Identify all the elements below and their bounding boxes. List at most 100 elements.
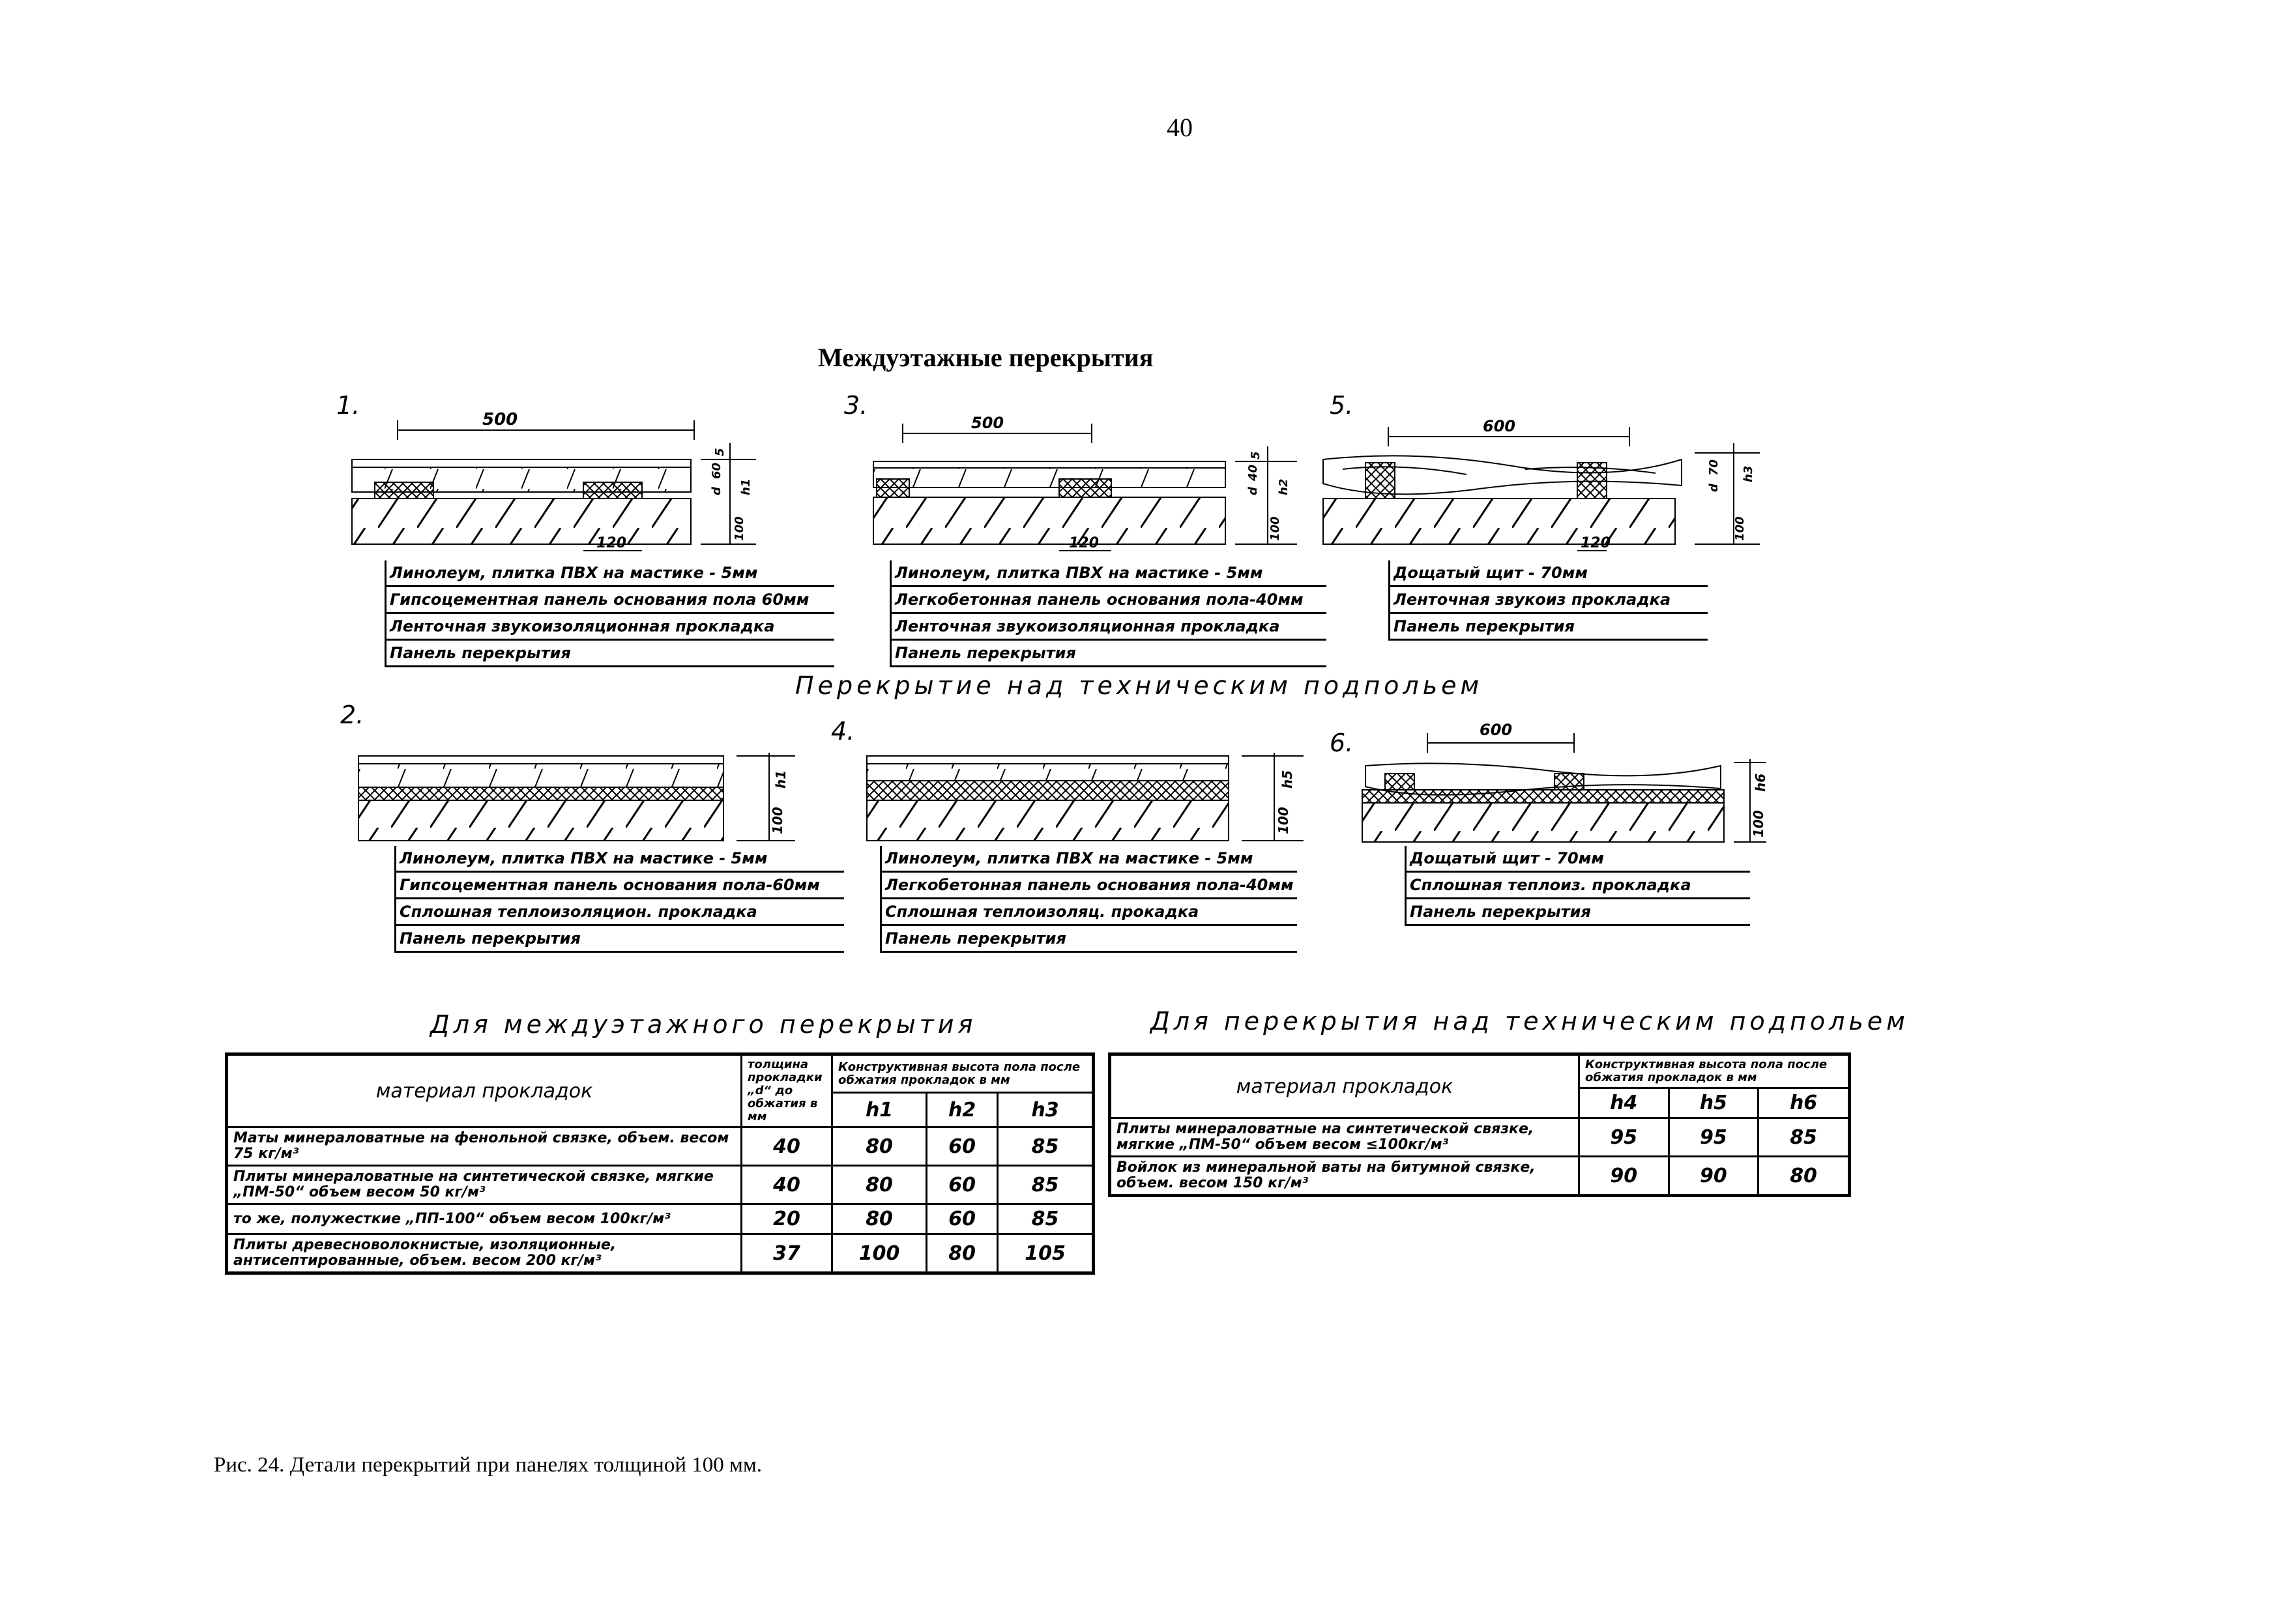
table-left-v-2-1: 60 [926, 1203, 999, 1235]
diagram-1-number: 1. [336, 391, 360, 420]
diagram-2-number: 2. [340, 701, 364, 729]
table-row: Плиты минераловатные на синтетической св… [226, 1165, 1094, 1205]
table-right-cols-row: h4 h5 h6 [1110, 1087, 1850, 1119]
table-left-header-material: материал прокладок [226, 1053, 742, 1128]
diagram-3-dim-r1: d [1246, 486, 1260, 495]
diagram-1-legend-3: Панель перекрытия [385, 641, 834, 667]
diagram-6-number: 6. [1330, 729, 1354, 757]
diagram-1-dim-r3: h1 [739, 479, 753, 495]
diagram-1-section: 500 120 5 d 60 h1 100 [351, 410, 756, 551]
table-row: Маты минераловатные на фенольной связке,… [226, 1126, 1094, 1167]
diagram-1-legend: Линолеум, плитка ПВХ на мастике - 5мм Ги… [385, 560, 834, 667]
diagram-2-dim-r0: h1 [773, 770, 789, 789]
table-right-v-0-2: 85 [1757, 1117, 1850, 1157]
table-right-material-0: Плиты минераловатные на синтетической св… [1109, 1117, 1580, 1157]
table-left-header-height: Конструктивная высота пола после обжатия… [831, 1052, 1094, 1094]
table-left-v-3-2: 105 [997, 1233, 1094, 1274]
table-left-v-1-1: 60 [926, 1165, 999, 1205]
diagram-1-dim-r4: 100 [733, 516, 746, 541]
diagram-5-dim-top: 600 [1483, 417, 1515, 435]
table-left-v-1-2: 85 [997, 1165, 1094, 1205]
diagram-3-dim-r4: 100 [1268, 516, 1282, 541]
diagram-6-legend-2: Панель перекрытия [1405, 899, 1750, 926]
diagram-6-section: 600 h6 100 [1362, 721, 1768, 843]
diagram-3-legend-0: Линолеум, плитка ПВХ на мастике - 5мм [890, 560, 1326, 587]
table-row: Плиты минераловатные на синтетической св… [1109, 1117, 1850, 1157]
table-right-material-1: Войлок из минеральной ваты на битумной с… [1109, 1155, 1580, 1196]
table-right: материал прокладок Конструктивная высота… [1108, 1052, 1851, 1197]
diagram-1-dim-r0: 5 [713, 448, 727, 456]
diagram-2-section: h1 100 [358, 753, 795, 841]
table-left-v-2-0: 80 [830, 1203, 928, 1235]
diagram-5-section: 600 120 d 70 h3 100 [1322, 417, 1760, 551]
table-right-col-h4: h4 [1578, 1087, 1670, 1119]
table-left-material-3: Плиты древесноволокнистые, изоляционные,… [226, 1233, 742, 1274]
table-left-v-1-0: 80 [830, 1165, 928, 1205]
diagram-4-legend-1: Легкобетонная панель основания пола-40мм [880, 873, 1297, 899]
diagram-4-legend-2: Сплошная теплоизоляц. прокадка [880, 899, 1297, 926]
table-right-col-h6: h6 [1757, 1087, 1850, 1119]
table-right-v-0-0: 95 [1578, 1117, 1670, 1157]
table-left-v-3-0: 100 [830, 1233, 928, 1274]
diagram-3-number: 3. [844, 391, 868, 420]
diagram-3-dim-r3: h2 [1277, 479, 1291, 495]
diagram-5-legend: Дощатый щит - 70мм Ленточная звукоиз про… [1388, 560, 1708, 641]
diagram-3-legend-3: Панель перекрытия [890, 641, 1326, 667]
diagram-1-legend-2: Ленточная звукоизоляционная прокладка [385, 614, 834, 641]
diagram-3-dim-bottom: 120 [1069, 535, 1099, 551]
table-left-d-2: 20 [740, 1203, 833, 1235]
diagram-4-dim-r1: 100 [1276, 807, 1291, 834]
table-left-v-0-2: 85 [997, 1126, 1094, 1167]
table-row: то же, полужесткие „ПП-100“ объем весом … [226, 1203, 1094, 1235]
table-row: Войлок из минеральной ваты на битумной с… [1109, 1155, 1850, 1196]
diagram-6-dim-r1: 100 [1751, 810, 1766, 837]
diagram-4-legend: Линолеум, плитка ПВХ на мастике - 5мм Ле… [880, 846, 1297, 953]
table-left-d-3: 37 [740, 1233, 833, 1274]
table-right-v-1-2: 80 [1757, 1155, 1850, 1196]
table-left-cols-row: h1 h2 h3 [227, 1092, 1094, 1128]
diagram-5-dim-r0: d [1707, 483, 1721, 492]
diagram-4-dim-r0: h5 [1279, 770, 1295, 789]
table-left-material-2: то же, полужесткие „ПП-100“ объем весом … [226, 1203, 742, 1235]
table-left-header-thickness: толщина прокладки „d“ до обжатия в мм [740, 1053, 833, 1128]
table-left: материал прокладок толщина прокладки „d“… [225, 1052, 1095, 1275]
diagram-5-number: 5. [1330, 391, 1354, 420]
diagram-3-legend: Линолеум, плитка ПВХ на мастике - 5мм Ле… [890, 560, 1326, 667]
diagram-4-legend-3: Панель перекрытия [880, 926, 1297, 953]
diagram-5-legend-2: Панель перекрытия [1388, 614, 1708, 641]
diagram-2-legend-2: Сплошная теплоизоляцион. прокладка [394, 899, 844, 926]
table-left-title: Для междуэтажного перекрытия [430, 1010, 977, 1039]
subtitle-technical: Перекрытие над техническим подпольем [795, 671, 1483, 700]
diagram-3-legend-2: Ленточная звукоизоляционная прокладка [890, 614, 1326, 641]
diagram-3-section: 500 120 5 d 40 h2 100 [873, 414, 1297, 551]
section-title: Междуэтажные перекрытия [818, 343, 1154, 372]
diagram-1-dim-r1: d [710, 486, 723, 495]
diagram-1-legend-1: Гипсоцементная панель основания пола 60м… [385, 587, 834, 614]
table-left-d-1: 40 [740, 1165, 833, 1205]
table-right-title: Для перекрытия над техническим подпольем [1150, 1007, 1909, 1036]
diagram-5-dim-r2: h3 [1742, 466, 1755, 482]
diagram-4-section: h5 100 [866, 753, 1304, 841]
table-left-col-h1: h1 [830, 1092, 928, 1128]
diagram-1-legend-0: Линолеум, плитка ПВХ на мастике - 5мм [385, 560, 834, 587]
table-left-material-1: Плиты минераловатные на синтетической св… [226, 1165, 742, 1205]
diagram-4-legend-0: Линолеум, плитка ПВХ на мастике - 5мм [880, 846, 1297, 873]
table-right-header-material: материал прокладок [1109, 1053, 1580, 1119]
table-right-header-height: Конструктивная высота пола после обжатия… [1578, 1053, 1850, 1089]
diagram-1-dim-bottom: 120 [596, 535, 626, 551]
diagram-2-legend-1: Гипсоцементная панель основания пола-60м… [394, 873, 844, 899]
table-left-v-0-0: 80 [830, 1126, 928, 1167]
diagram-1-dim-r2: 60 [710, 463, 723, 479]
page-number: 40 [1167, 113, 1193, 142]
diagram-5-legend-1: Ленточная звукоиз прокладка [1388, 587, 1708, 614]
diagram-3-dim-r0: 5 [1249, 451, 1262, 459]
table-right-v-1-0: 90 [1578, 1155, 1670, 1196]
table-right-v-1-1: 90 [1667, 1155, 1760, 1196]
table-left-d-0: 40 [740, 1126, 833, 1167]
table-left-v-3-1: 80 [926, 1233, 999, 1274]
diagram-6-legend-1: Сплошная теплоиз. прокладка [1405, 873, 1750, 899]
table-left-v-0-1: 60 [926, 1126, 999, 1167]
diagram-2-legend-0: Линолеум, плитка ПВХ на мастике - 5мм [394, 846, 844, 873]
diagram-6-dim-top: 600 [1480, 721, 1512, 739]
diagram-3-legend-1: Легкобетонная панель основания пола-40мм [890, 587, 1326, 614]
